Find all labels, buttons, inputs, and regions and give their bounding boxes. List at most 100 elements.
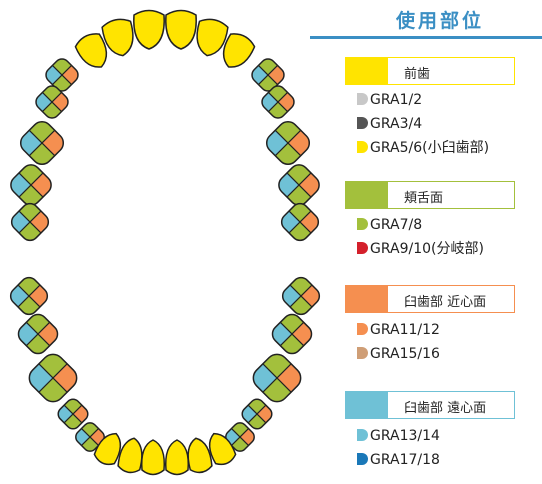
category-swatch bbox=[346, 392, 388, 418]
tooth-outline bbox=[19, 120, 65, 166]
tooth-outline bbox=[117, 437, 143, 474]
tooth-outline bbox=[281, 276, 321, 316]
tooth-outline bbox=[133, 9, 165, 50]
divider-line bbox=[25, 321, 51, 347]
legend-item-label: GRA7/8 bbox=[370, 217, 423, 233]
category-swatch bbox=[346, 286, 388, 312]
tooth-outline bbox=[222, 33, 256, 68]
lower-anterior-tooth-left-1 bbox=[140, 439, 166, 476]
category-swatch bbox=[346, 58, 388, 84]
legend-item-label: GRA5/6(小臼歯部) bbox=[370, 140, 490, 156]
lower-posterior-tooth-right-4 bbox=[239, 396, 275, 432]
legend-title: 使用部位 bbox=[395, 10, 484, 32]
legend-bullet bbox=[357, 323, 368, 335]
legend-item-gra15-16: GRA15/16 bbox=[357, 345, 440, 363]
upper-anterior-tooth-left-2 bbox=[101, 18, 134, 57]
tooth-outline bbox=[93, 432, 122, 466]
divider-line bbox=[258, 65, 278, 85]
legend-category-buccal-lingual: 頬舌面 bbox=[345, 181, 515, 209]
divider-line bbox=[63, 404, 83, 424]
legend-bullet bbox=[357, 453, 368, 465]
tooth-outline bbox=[187, 437, 213, 474]
tooth-outline bbox=[74, 33, 108, 68]
legend-item-label: GRA3/4 bbox=[370, 116, 423, 132]
divider-line bbox=[52, 65, 72, 85]
divider-line bbox=[18, 210, 42, 234]
upper-posterior-tooth-right-2 bbox=[258, 82, 298, 122]
category-label: 前歯 bbox=[404, 67, 431, 82]
tooth-outline bbox=[208, 432, 237, 466]
legend-bullet bbox=[357, 347, 368, 359]
legend-item-gra11-12: GRA11/12 bbox=[357, 321, 440, 339]
legend-item-label: GRA15/16 bbox=[370, 346, 440, 362]
lower-posterior-tooth-left-4 bbox=[55, 396, 91, 432]
legend-item-gra9-10: GRA9/10(分岐部) bbox=[357, 240, 484, 258]
divider-line bbox=[17, 284, 41, 308]
tooth-outline bbox=[265, 120, 311, 166]
legend-category-distal: 臼歯部 遠心面 bbox=[345, 391, 515, 419]
divider-line bbox=[18, 172, 44, 198]
category-label: 臼歯部 近心面 bbox=[404, 295, 487, 310]
legend-bullet bbox=[357, 141, 368, 153]
legend-item-label: GRA13/14 bbox=[370, 428, 440, 444]
legend-item-gra7-8: GRA7/8 bbox=[357, 216, 422, 234]
upper-posterior-tooth-left-5 bbox=[8, 200, 52, 244]
lower-posterior-tooth-left-2 bbox=[14, 310, 62, 358]
tooth-outline bbox=[10, 202, 50, 242]
legend-item-label: GRA1/2 bbox=[370, 92, 423, 108]
legend-bullet bbox=[357, 218, 368, 230]
upper-posterior-tooth-right-5 bbox=[278, 200, 322, 244]
divider-line bbox=[38, 363, 68, 393]
legend-item-label: GRA9/10(分岐部) bbox=[370, 241, 484, 257]
upper-anterior-tooth-left-1 bbox=[133, 9, 165, 50]
legend-item-gra1-2: GRA1/2 bbox=[357, 91, 422, 109]
legend-bullet bbox=[357, 117, 368, 129]
lower-posterior-tooth-left-1 bbox=[7, 274, 51, 318]
lower-anterior-tooth-left-2 bbox=[117, 437, 143, 474]
tooth-outline bbox=[280, 202, 320, 242]
legend-category-mesial: 臼歯部 近心面 bbox=[345, 285, 515, 313]
lower-posterior-tooth-left-3 bbox=[24, 349, 82, 407]
tooth-outline bbox=[140, 439, 166, 476]
category-swatch bbox=[346, 182, 388, 208]
dental-arch-diagram bbox=[6, 9, 324, 476]
lower-anterior-tooth-right-3 bbox=[208, 432, 237, 466]
legend-item-gra5-6: GRA5/6(小臼歯部) bbox=[357, 139, 489, 157]
category-label: 臼歯部 遠心面 bbox=[404, 401, 487, 416]
title-rule bbox=[310, 36, 542, 39]
lower-anterior-tooth-right-2 bbox=[187, 437, 213, 474]
tooth-outline bbox=[17, 313, 59, 355]
legend-item-gra3-4: GRA3/4 bbox=[357, 115, 422, 133]
tooth-outline bbox=[45, 58, 79, 92]
tooth-outline bbox=[164, 439, 190, 476]
tooth-outline bbox=[252, 353, 302, 403]
divider-line bbox=[268, 92, 288, 112]
upper-anterior-tooth-right-1 bbox=[165, 9, 197, 50]
lower-posterior-tooth-right-1 bbox=[279, 274, 323, 318]
tooth-outline bbox=[9, 276, 49, 316]
divider-line bbox=[279, 321, 305, 347]
tooth-outline bbox=[196, 18, 229, 57]
legend-item-label: GRA17/18 bbox=[370, 452, 440, 468]
tooth-outline bbox=[165, 9, 197, 50]
legend-bullet bbox=[357, 242, 368, 254]
tooth-outline bbox=[251, 58, 285, 92]
tooth-outline bbox=[28, 353, 78, 403]
upper-anterior-tooth-right-3 bbox=[222, 33, 256, 68]
divider-line bbox=[28, 129, 56, 157]
divider-line bbox=[262, 363, 292, 393]
upper-posterior-tooth-right-4 bbox=[274, 160, 324, 210]
upper-anterior-tooth-left-3 bbox=[74, 33, 108, 68]
lower-posterior-tooth-right-3 bbox=[248, 349, 306, 407]
legend-item-label: GRA11/12 bbox=[370, 322, 440, 338]
upper-posterior-tooth-left-2 bbox=[32, 82, 72, 122]
divider-line bbox=[247, 404, 267, 424]
divider-line bbox=[288, 210, 312, 234]
tooth-outline bbox=[241, 398, 273, 430]
legend-category-anterior: 前歯 bbox=[345, 57, 515, 85]
tooth-outline bbox=[278, 164, 320, 206]
divider-line bbox=[42, 92, 62, 112]
tooth-outline bbox=[101, 18, 134, 57]
lower-anterior-tooth-left-3 bbox=[93, 432, 122, 466]
upper-anterior-tooth-right-2 bbox=[196, 18, 229, 57]
